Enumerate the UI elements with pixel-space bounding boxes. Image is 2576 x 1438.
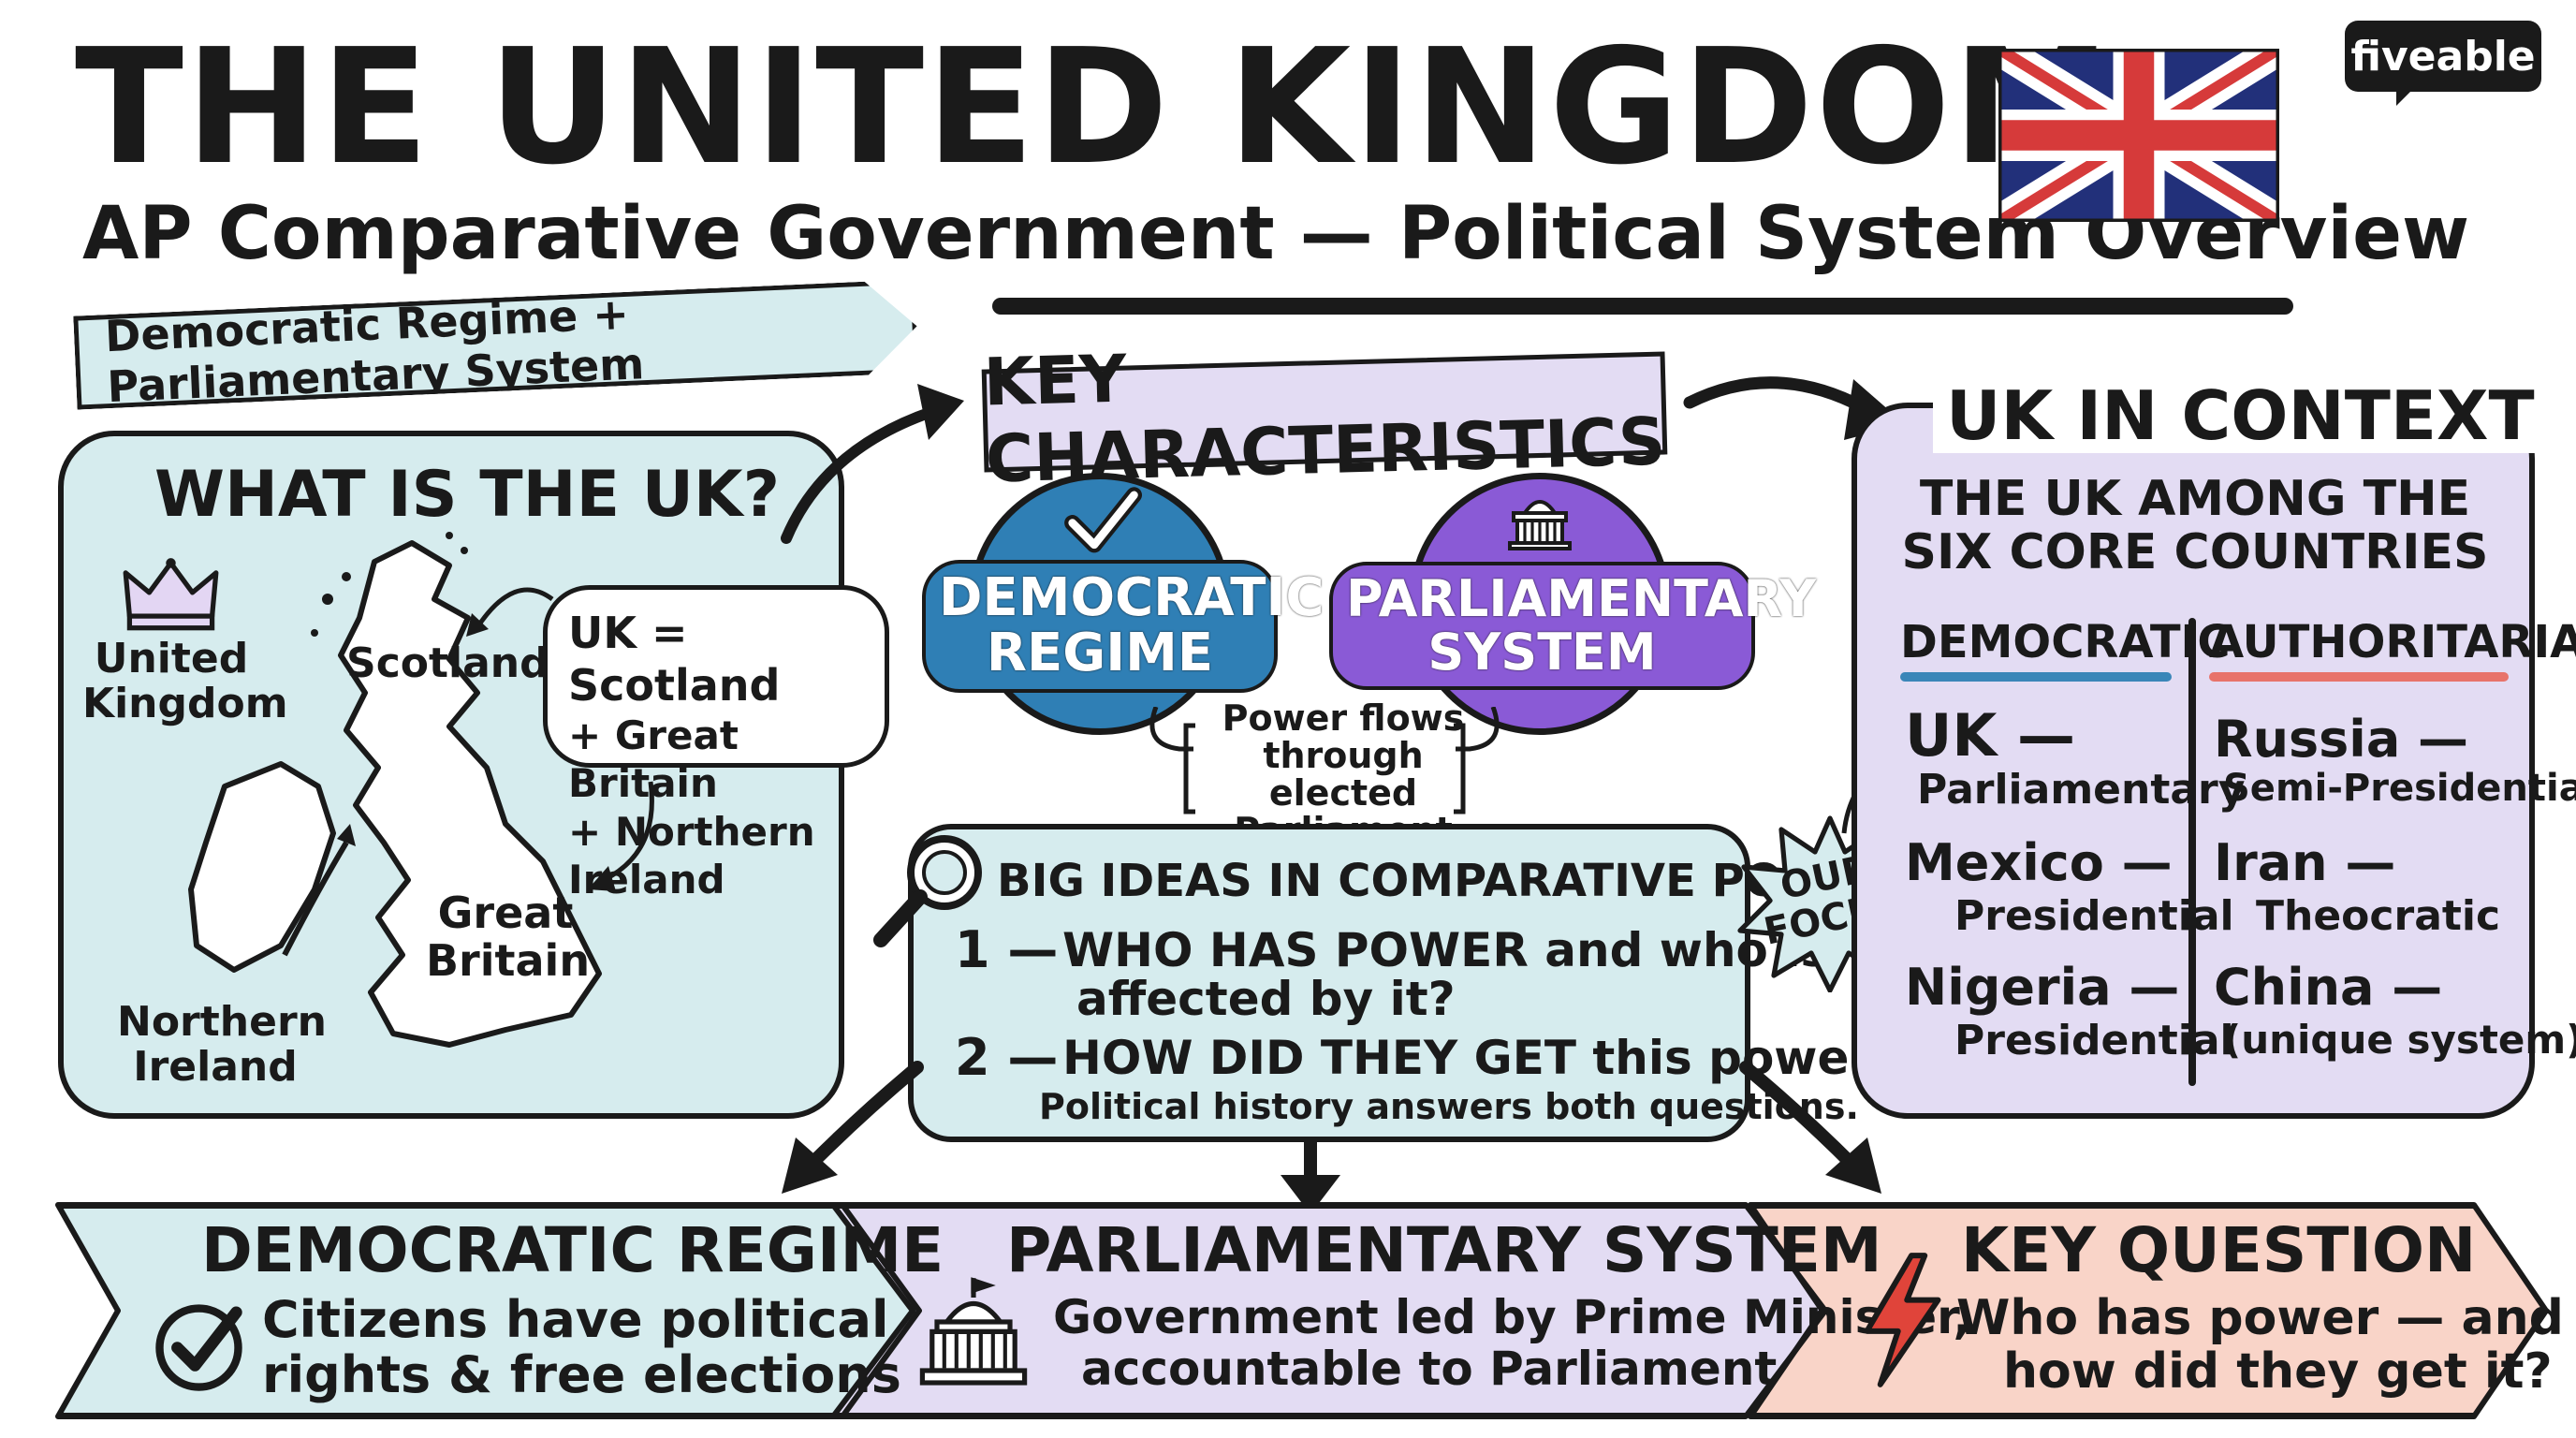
bracket-connector xyxy=(1149,707,1500,814)
parliamentary-system-label: PARLIAMENTARY SYSTEM xyxy=(1329,562,1816,691)
title-underline xyxy=(992,298,2293,315)
uk-context-subheading: THE UK AMONG THE SIX CORE COUNTRIES xyxy=(1901,471,2489,581)
democratic-country-nigeria: Nigeria — xyxy=(1905,958,2180,1017)
authoritarian-underline xyxy=(2209,672,2509,682)
arrow-down-right-icon xyxy=(1739,1061,1881,1194)
q1-number: 1 — xyxy=(955,920,1059,979)
label-great-britain: Great Britain xyxy=(426,888,591,986)
what-is-uk-heading: WHAT IS THE UK? xyxy=(154,458,781,532)
q1-line1: WHO HAS POWER and who is xyxy=(1062,923,1829,977)
authoritarian-country-russia: Russia — xyxy=(2214,710,2469,769)
bottom-democratic-text: Citizens have political rights & free el… xyxy=(262,1290,901,1405)
checkmark-icon xyxy=(1064,487,1142,553)
authoritarian-country-iran: Iran — xyxy=(2214,833,2396,892)
arrow-down-left-icon xyxy=(782,1061,924,1194)
bottom-key-question-text: Who has power — and how did they get it? xyxy=(1956,1290,2564,1401)
democratic-system-nigeria: Presidential xyxy=(1954,1017,2234,1064)
uk-map-icon xyxy=(188,532,602,1048)
column-divider xyxy=(2188,618,2196,1086)
democratic-country-mexico: Mexico — xyxy=(1905,833,2173,892)
bottom-parliamentary-text: Government led by Prime Minister, accoun… xyxy=(1053,1290,1971,1396)
big-ideas-footer: Political history answers both questions… xyxy=(1039,1086,1859,1127)
democratic-country-uk: UK — xyxy=(1905,701,2075,770)
check-circle-icon xyxy=(155,1304,242,1391)
authoritarian-system-russia: Semi-Presidential xyxy=(2223,767,2576,810)
capitol-building-icon xyxy=(919,1277,1028,1386)
authoritarian-system-iran: Theocratic xyxy=(2256,892,2501,940)
authoritarian-column-header: AUTHORITARIAN xyxy=(2209,616,2576,668)
q1-line2: affected by it? xyxy=(1076,972,1456,1026)
logo-speech-tail xyxy=(2396,89,2413,106)
uk-context-heading: UK IN CONTEXT xyxy=(1933,378,2548,454)
bottom-democratic-title: DEMOCRATIC REGIME xyxy=(201,1214,944,1286)
big-ideas-box xyxy=(908,824,1750,1142)
arrow-to-great-britain-icon xyxy=(588,781,654,891)
authoritarian-country-china: China — xyxy=(2214,958,2443,1017)
label-northern-ireland: Northern Ireland xyxy=(117,998,327,1092)
democratic-underline xyxy=(1900,672,2172,682)
label-united-kingdom: United Kingdom xyxy=(82,635,288,728)
lightning-bolt-icon xyxy=(1864,1253,1941,1387)
magnifying-glass-icon xyxy=(873,835,982,947)
bottom-parliamentary-title: PARLIAMENTARY SYSTEM xyxy=(1006,1214,1882,1286)
parliament-building-icon xyxy=(1508,500,1572,550)
page-title: THE UNITED KINGDOM xyxy=(75,15,2114,200)
authoritarian-system-china: (unique system) xyxy=(2223,1017,2576,1063)
uk-flag-icon xyxy=(1998,49,2279,222)
democratic-system-mexico: Presidential xyxy=(1954,892,2234,940)
label-scotland: Scotland xyxy=(346,639,549,687)
arrow-to-key-characteristics-icon xyxy=(781,384,964,544)
democratic-column-header: DEMOCRATIC xyxy=(1900,616,2231,668)
q2-number: 2 — xyxy=(955,1028,1059,1087)
democratic-regime-label: DEMOCRATIC REGIME xyxy=(922,560,1324,693)
arrow-down-center-icon xyxy=(1281,1137,1340,1214)
crown-icon xyxy=(123,558,219,631)
uk-definition-bubble: UK = Scotland + Great Britain + Northern… xyxy=(543,585,889,902)
democratic-system-uk: Parliamentary xyxy=(1917,766,2246,814)
fiveable-logo[interactable]: fiveable xyxy=(2345,21,2541,92)
bottom-key-question-title: KEY QUESTION xyxy=(1961,1214,2477,1286)
arrow-to-scotland-icon xyxy=(466,587,554,637)
